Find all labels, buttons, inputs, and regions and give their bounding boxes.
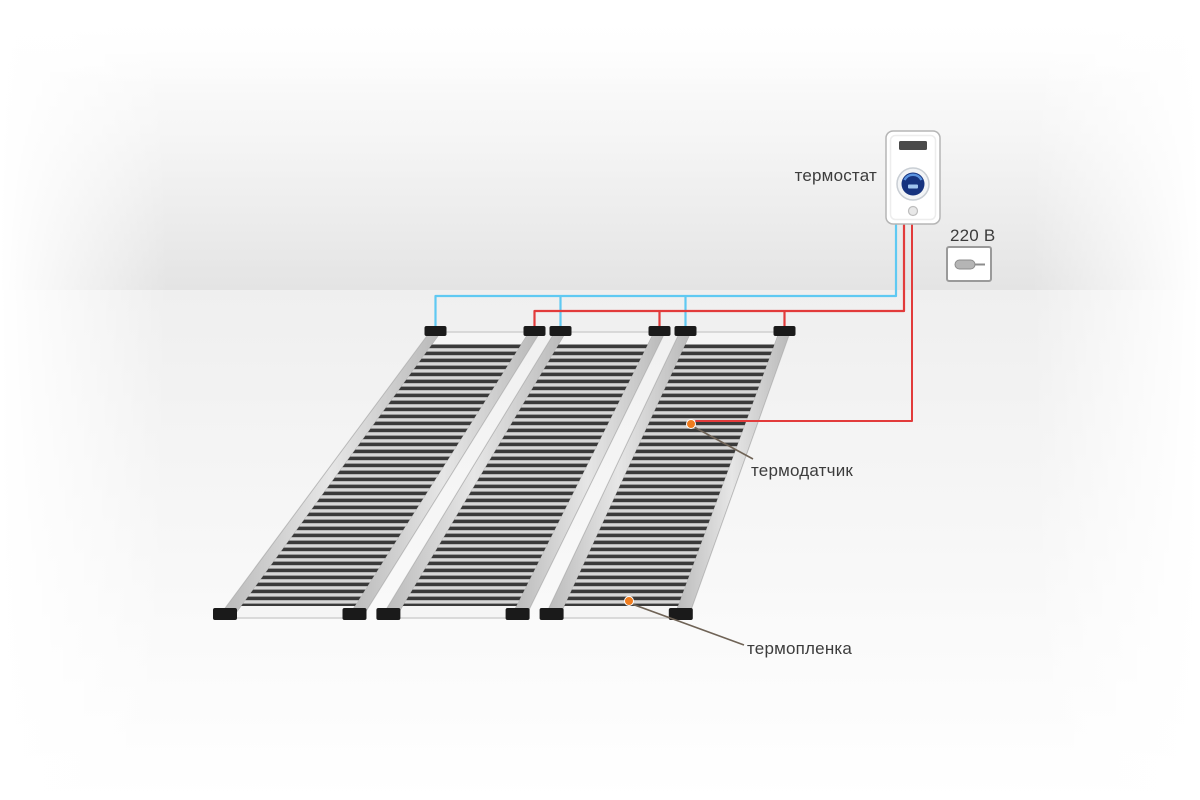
thermostat-vent (899, 141, 927, 150)
film-strip-2 (379, 331, 667, 619)
sensor-dot-icon (686, 419, 696, 429)
thermostat-display (901, 172, 925, 196)
connector-clip (213, 608, 237, 620)
connector-clip (523, 326, 546, 336)
connector-clip (342, 608, 367, 620)
sensor-leader-line (693, 426, 754, 460)
top-fade (0, 0, 1200, 90)
connector-clip (668, 608, 693, 620)
connector-clip (424, 326, 447, 336)
connector-clips (213, 326, 796, 620)
heating-stripes (402, 344, 648, 606)
film-pointer-dot-icon (624, 596, 634, 606)
sensor-wire (695, 224, 913, 422)
film-leader-line (631, 603, 745, 646)
thermostat-device-icon (885, 130, 941, 225)
connector-clip (539, 608, 564, 620)
thermostat-label: термостат (794, 166, 877, 185)
power-plug-icon (946, 246, 992, 282)
plug-body (954, 259, 976, 270)
connector-clip (376, 608, 401, 620)
heating-stripes (241, 344, 522, 606)
heating-stripes (564, 344, 775, 606)
connector-clip (505, 608, 530, 620)
voltage-label: 220 В (950, 226, 996, 245)
callouts (624, 419, 754, 646)
connector-clip (773, 326, 796, 336)
film-strip-1 (216, 331, 542, 619)
connector-clip (674, 326, 697, 336)
thermostat-button (907, 205, 919, 217)
wire-neutral (434, 223, 898, 333)
connector-clip (648, 326, 671, 336)
wire-live (533, 223, 906, 333)
film-label: термопленка (747, 639, 853, 658)
connector-clip (549, 326, 572, 336)
sensor-label: термодатчик (751, 461, 854, 480)
heating-film (216, 331, 792, 619)
film-strip-3 (543, 331, 792, 619)
